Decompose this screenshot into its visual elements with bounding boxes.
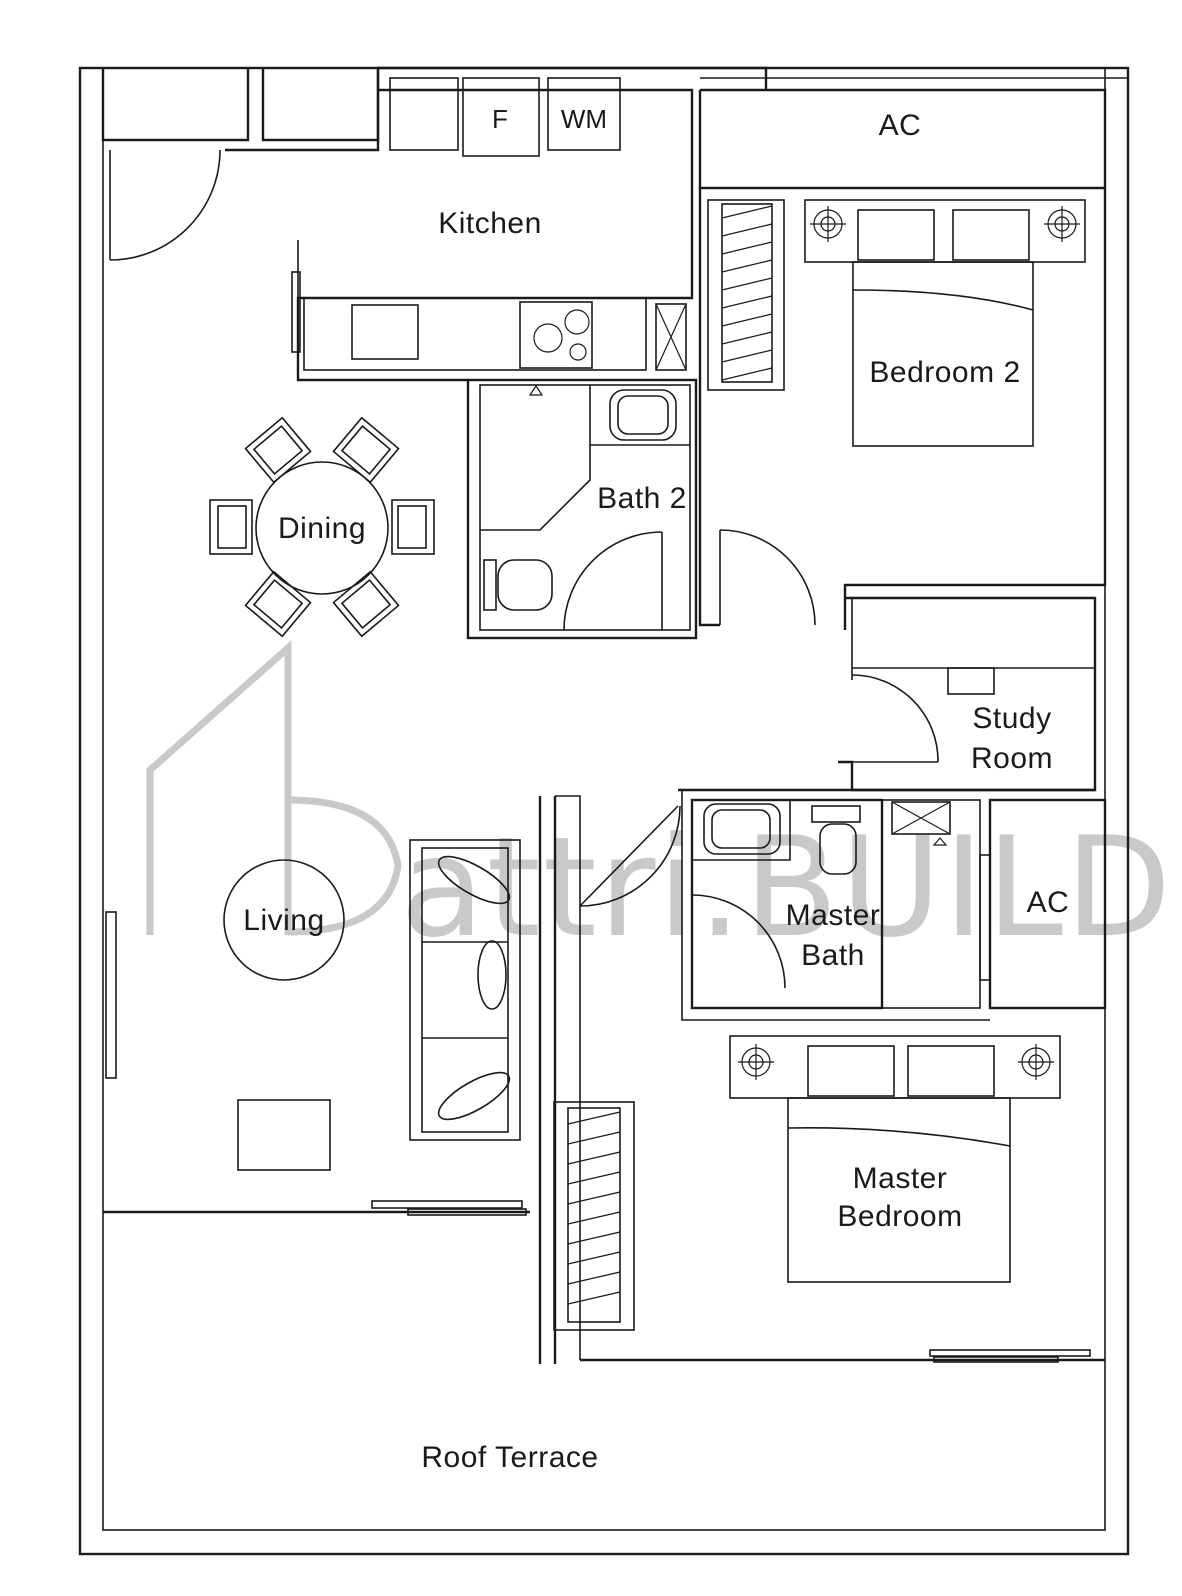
watermark-text: attri.BUILD — [400, 807, 1173, 968]
partition-walls — [538, 795, 681, 1364]
roof-terrace-label: Roof Terrace — [421, 1441, 598, 1474]
stove-icon — [519, 301, 593, 369]
study-label-line2: Room — [971, 742, 1053, 775]
duct-icon — [655, 303, 687, 371]
bedroom-2: Bedroom 2 — [698, 188, 1107, 630]
fridge-label: F — [492, 104, 508, 134]
outer-walls — [78, 66, 1130, 1556]
study-label-line1: Study — [972, 702, 1051, 735]
master-bedroom: Master Bedroom — [553, 1035, 1105, 1363]
ac-right-label: AC — [1027, 886, 1070, 919]
living-table — [223, 859, 345, 981]
washer-box — [547, 77, 621, 151]
master-bath-label-line1: Master — [786, 899, 881, 932]
living: Living — [103, 839, 530, 1216]
fridge-box — [462, 77, 540, 157]
sofa — [409, 839, 521, 1141]
lamp-icon — [810, 206, 846, 242]
bath-2-label: Bath 2 — [597, 482, 687, 515]
master-bedroom-label-line2: Bedroom — [837, 1200, 962, 1233]
master-bath-label-line2: Bath — [801, 939, 865, 972]
watermark-d-icon — [287, 796, 402, 936]
lamp-icon — [1044, 206, 1080, 242]
sink-icon — [351, 304, 419, 360]
kitchen-label: Kitchen — [438, 207, 542, 240]
master-bath: Master Bath — [678, 788, 1095, 1021]
watermark: attri.BUILD — [146, 640, 1173, 968]
bedroom-2-label: Bedroom 2 — [869, 356, 1020, 389]
watermark-house-icon — [146, 640, 292, 935]
dining-table — [255, 461, 389, 595]
ac-right: AC — [979, 798, 1107, 1010]
dining-label: Dining — [278, 512, 366, 545]
bath-2: Bath 2 — [466, 378, 698, 640]
living-label: Living — [243, 904, 324, 937]
kitchen: F WM Kitchen — [291, 77, 694, 382]
entry-door — [109, 149, 221, 261]
ac-top: AC — [698, 90, 1105, 190]
tv-cabinet — [237, 1099, 331, 1171]
study-room: Study Room — [838, 596, 1097, 792]
roof-terrace: Roof Terrace — [421, 1441, 598, 1474]
dining: Dining — [209, 416, 435, 638]
dining-chairs — [209, 416, 435, 638]
master-bedroom-label-line1: Master — [853, 1162, 948, 1195]
washer-label: WM — [561, 104, 607, 134]
ac-top-label: AC — [879, 109, 922, 142]
lamp-icon — [1018, 1044, 1054, 1080]
lamp-icon — [738, 1044, 774, 1080]
duct-icon — [891, 801, 951, 835]
